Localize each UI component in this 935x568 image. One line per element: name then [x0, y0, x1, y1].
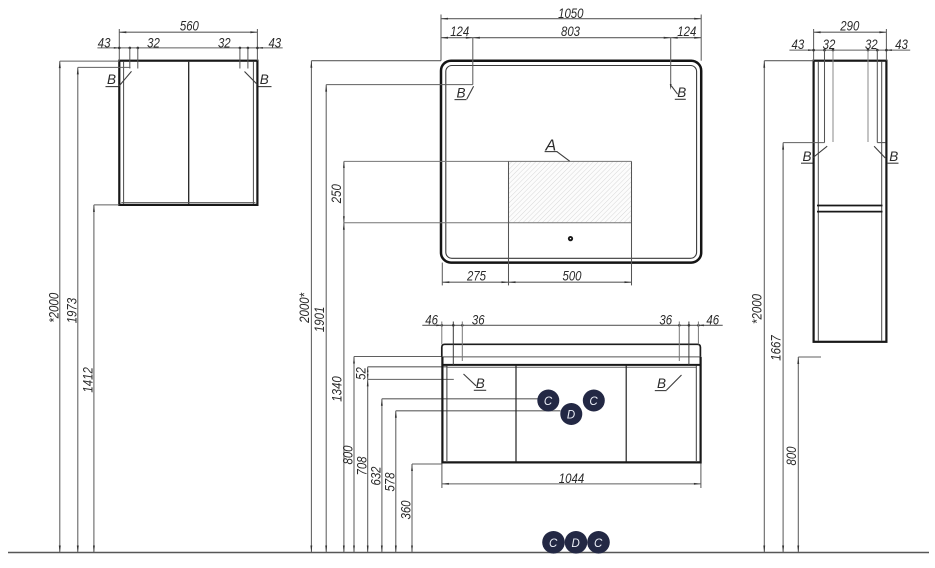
svg-text:C: C — [544, 396, 553, 408]
svg-text:B: B — [889, 149, 898, 164]
svg-text:1901: 1901 — [311, 307, 327, 332]
svg-text:43: 43 — [792, 36, 805, 52]
svg-text:*2000: *2000 — [45, 293, 61, 323]
svg-text:*2000: *2000 — [748, 294, 764, 324]
svg-text:C: C — [594, 538, 603, 550]
svg-text:B: B — [456, 85, 465, 100]
svg-text:250: 250 — [328, 184, 344, 204]
svg-text:1050: 1050 — [558, 5, 584, 21]
svg-text:500: 500 — [563, 268, 582, 284]
svg-text:C: C — [589, 396, 598, 408]
svg-text:1667: 1667 — [767, 334, 783, 360]
svg-text:D: D — [572, 538, 580, 550]
svg-text:32: 32 — [823, 36, 836, 52]
svg-text:1340: 1340 — [329, 376, 345, 402]
svg-text:B: B — [657, 376, 666, 391]
svg-text:560: 560 — [180, 18, 199, 34]
svg-text:1973: 1973 — [63, 298, 79, 324]
svg-text:360: 360 — [398, 500, 414, 519]
svg-text:32: 32 — [218, 34, 231, 50]
svg-text:B: B — [260, 72, 269, 87]
svg-text:43: 43 — [895, 36, 908, 52]
svg-text:43: 43 — [268, 34, 281, 50]
svg-text:578: 578 — [382, 472, 398, 491]
svg-text:B: B — [476, 376, 485, 391]
svg-text:B: B — [107, 72, 116, 87]
svg-text:800: 800 — [783, 446, 799, 465]
svg-text:1044: 1044 — [559, 470, 585, 486]
svg-text:36: 36 — [659, 312, 672, 328]
svg-text:124: 124 — [677, 23, 696, 39]
svg-text:B: B — [677, 85, 686, 100]
svg-text:B: B — [802, 149, 811, 164]
svg-text:32: 32 — [865, 36, 878, 52]
svg-text:632: 632 — [368, 466, 384, 485]
svg-text:52: 52 — [353, 367, 369, 380]
svg-text:2000*: 2000* — [296, 292, 312, 323]
svg-text:36: 36 — [472, 312, 485, 328]
svg-text:708: 708 — [353, 456, 369, 475]
svg-text:32: 32 — [147, 34, 160, 50]
svg-text:800: 800 — [340, 445, 356, 464]
svg-text:1412: 1412 — [80, 367, 96, 393]
svg-text:290: 290 — [839, 18, 859, 34]
svg-text:D: D — [567, 410, 575, 422]
svg-text:275: 275 — [466, 268, 486, 284]
svg-text:803: 803 — [561, 23, 580, 39]
svg-text:A: A — [544, 138, 556, 155]
svg-text:C: C — [549, 538, 558, 550]
svg-text:43: 43 — [98, 34, 111, 50]
svg-text:124: 124 — [450, 23, 469, 39]
svg-text:46: 46 — [706, 312, 719, 328]
svg-text:46: 46 — [425, 312, 438, 328]
